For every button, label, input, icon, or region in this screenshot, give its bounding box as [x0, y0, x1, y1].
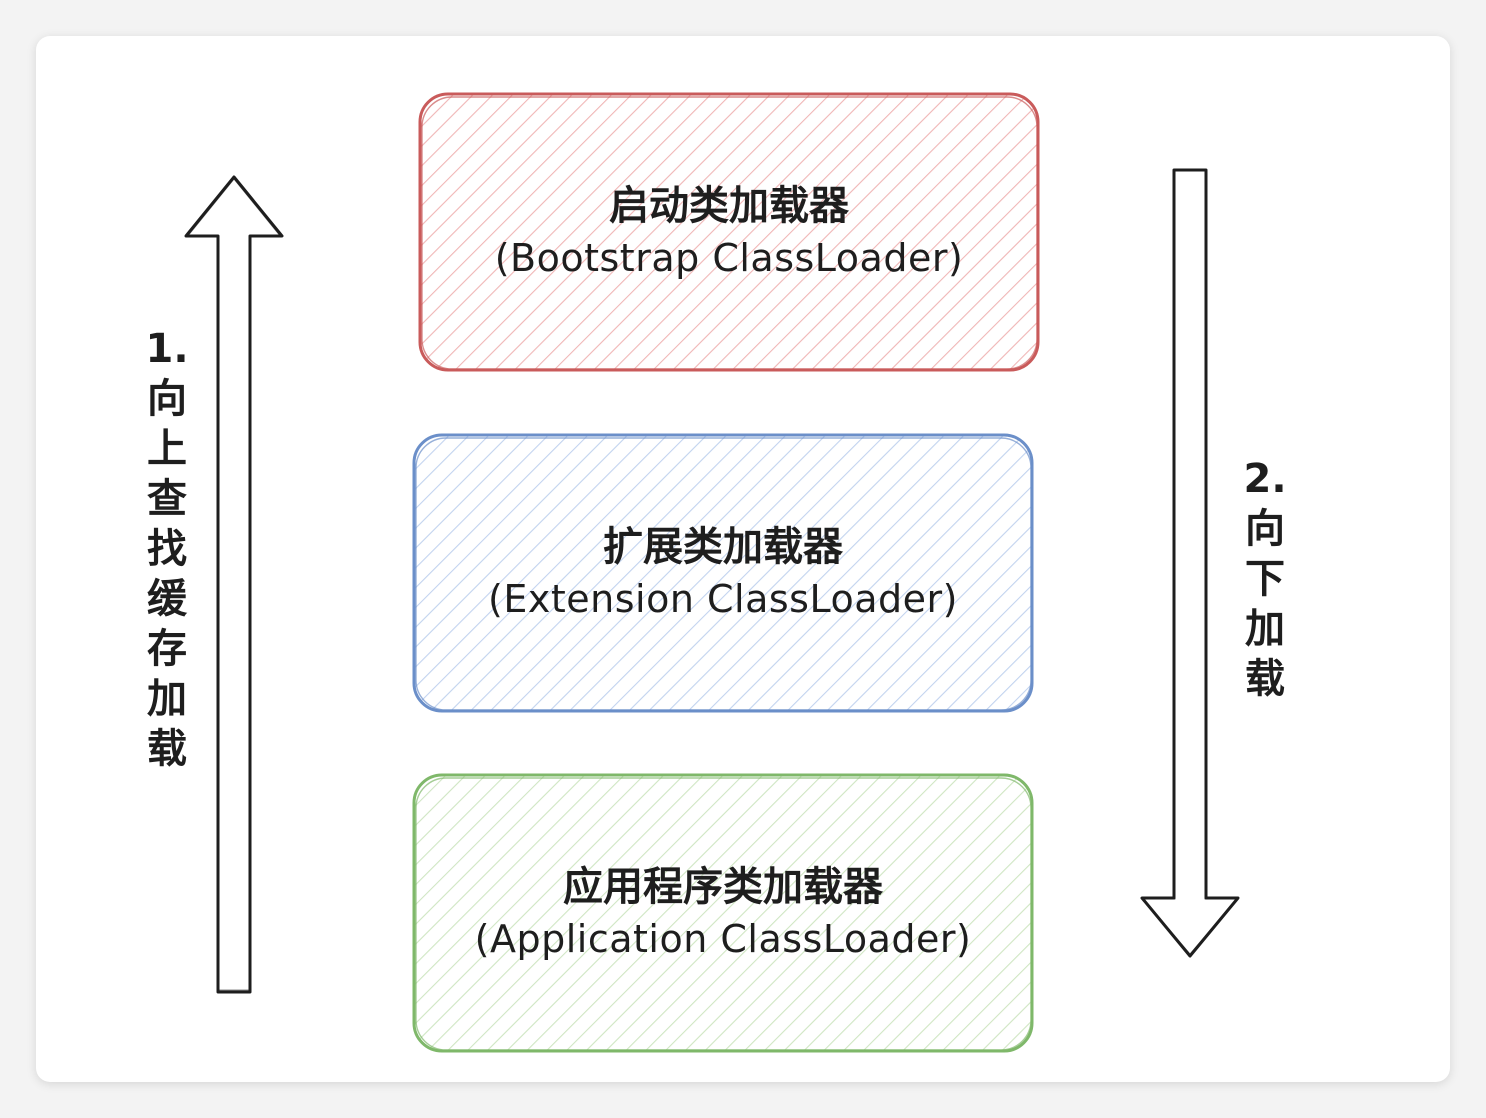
down-arrow	[1140, 168, 1240, 958]
left-vertical-label: 1. 向 上 查 找 缓 存 加 载	[142, 324, 192, 774]
left-label-char: 向	[147, 376, 187, 422]
application-label-en: (Application ClassLoader)	[474, 917, 972, 961]
left-label-char: 查	[147, 476, 187, 522]
right-label-char: 向	[1245, 506, 1285, 552]
application-classloader-box: 应用程序类加载器 (Application ClassLoader)	[414, 775, 1032, 1051]
right-label-char: 载	[1245, 656, 1285, 702]
left-label-char: 存	[147, 626, 187, 672]
bootstrap-box-shape	[418, 92, 1040, 372]
left-label-char: 载	[147, 726, 187, 772]
right-label-char: 加	[1245, 606, 1285, 652]
bootstrap-label-zh: 启动类加载器	[609, 183, 849, 229]
diagram-canvas	[184, 92, 1240, 1053]
left-label-char: 缓	[147, 576, 187, 622]
left-label-char: 上	[147, 426, 187, 472]
left-label-char: 加	[147, 676, 187, 722]
bootstrap-label-en: (Bootstrap ClassLoader)	[494, 236, 964, 280]
bootstrap-classloader-box: 启动类加载器 (Bootstrap ClassLoader)	[420, 94, 1038, 370]
extension-box-shape	[412, 433, 1034, 713]
up-arrow	[184, 175, 284, 994]
right-label-number: 2.	[1243, 456, 1287, 502]
diagram-card: 启动类加载器 (Bootstrap ClassLoader) 扩展类加载器 (E…	[36, 36, 1450, 1082]
left-label-char: 找	[147, 526, 187, 572]
application-box-shape	[412, 773, 1034, 1053]
extension-label-zh: 扩展类加载器	[603, 524, 843, 570]
extension-classloader-box: 扩展类加载器 (Extension ClassLoader)	[414, 435, 1032, 711]
right-vertical-label: 2. 向 下 加 载	[1240, 454, 1290, 704]
extension-label-en: (Extension ClassLoader)	[488, 577, 958, 621]
left-label-number: 1.	[145, 326, 189, 372]
application-label-zh: 应用程序类加载器	[563, 864, 883, 910]
right-label-char: 下	[1245, 556, 1285, 602]
